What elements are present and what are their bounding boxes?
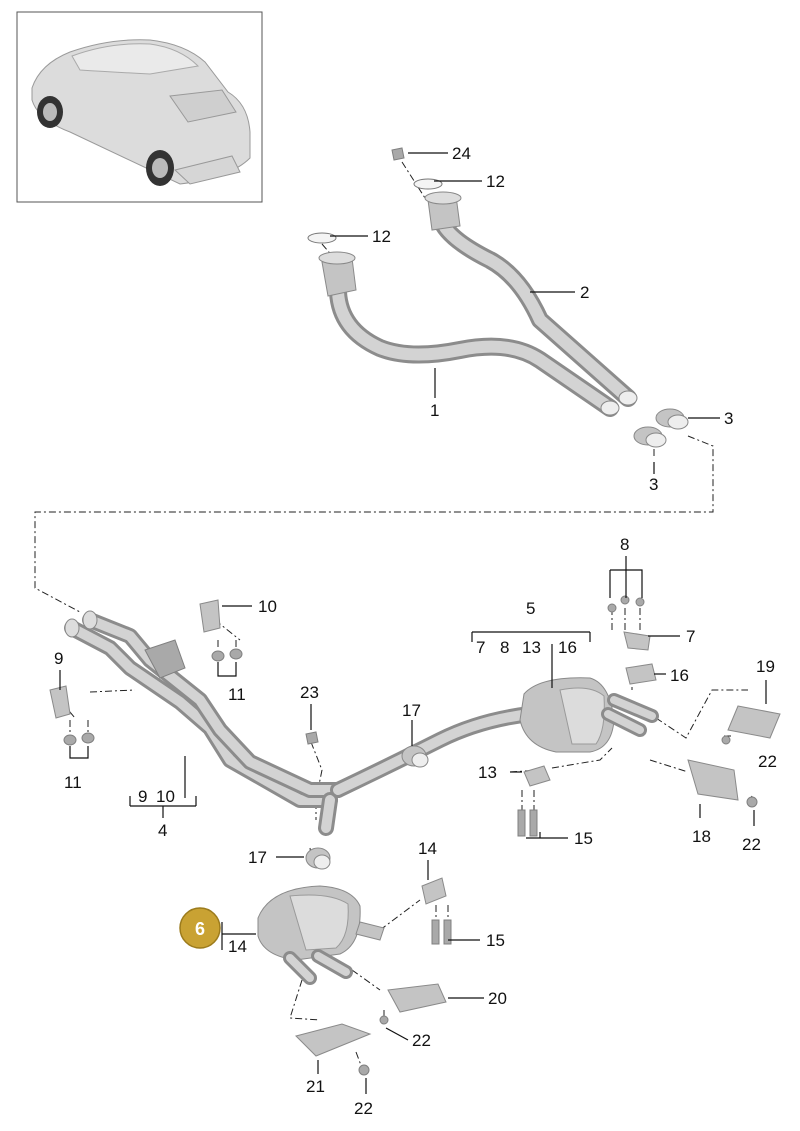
center-pipe-4[interactable] (64, 610, 346, 836)
label-12-b: 12 (372, 227, 391, 246)
label-11-a: 11 (228, 685, 246, 704)
screw-22-a[interactable] (721, 735, 731, 745)
label-9: 9 (54, 649, 63, 668)
bracket-9[interactable] (49, 685, 71, 719)
nut-23[interactable] (305, 731, 319, 745)
label-17-b: 17 (248, 848, 267, 867)
label-16-b: 16 (670, 666, 689, 685)
muffler-14[interactable] (257, 885, 385, 985)
bracket-7[interactable] (623, 631, 651, 651)
label-13-b: 13 (478, 763, 497, 782)
label-10-b: 10 (156, 787, 175, 806)
label-22-a: 22 (758, 752, 777, 771)
badge-6[interactable]: 6 (179, 907, 221, 949)
front-pipe-2[interactable] (424, 191, 638, 407)
label-7-a: 7 (476, 638, 485, 657)
label-20: 20 (488, 989, 507, 1008)
screw-22-c[interactable] (379, 1015, 389, 1025)
clamp-17-a[interactable] (401, 745, 429, 768)
label-8: 8 (620, 535, 629, 554)
tailpipe-20[interactable] (387, 983, 447, 1013)
tailpipe-18[interactable] (687, 759, 739, 801)
bracket-13-a[interactable] (523, 765, 551, 787)
rear-pipe-to-muffler[interactable] (330, 706, 538, 798)
label-13-a: 13 (522, 638, 541, 657)
bracket-10[interactable] (199, 599, 221, 633)
label-22-c: 22 (412, 1031, 431, 1050)
label-19: 19 (756, 657, 775, 676)
label-15-a: 15 (574, 829, 593, 848)
label-8-b: 8 (500, 638, 509, 657)
label-21: 21 (306, 1077, 325, 1096)
label-14-b: 14 (228, 937, 247, 956)
label-22-b: 22 (742, 835, 761, 854)
bolts-8[interactable] (607, 595, 645, 613)
muffler-5[interactable] (519, 677, 659, 753)
hanger-16[interactable] (625, 663, 657, 685)
label-22-d: 22 (354, 1099, 373, 1118)
label-3-a: 3 (724, 409, 733, 428)
label-1: 1 (430, 401, 439, 420)
tailpipe-19[interactable] (727, 705, 781, 739)
label-24: 24 (452, 144, 471, 163)
bushings-11-a[interactable] (211, 648, 243, 662)
clamp-3-b[interactable] (633, 426, 667, 448)
label-17-a: 17 (402, 701, 421, 720)
connector-lines (34, 161, 753, 1069)
badge-label: 6 (195, 919, 205, 939)
screw-22-d[interactable] (358, 1064, 370, 1076)
bolts-15-b[interactable] (431, 919, 452, 945)
bolts-15-a[interactable] (517, 809, 538, 837)
part-labels: 24 12 12 2 1 3 3 8 5 7 8 13 16 7 16 10 9… (54, 144, 777, 1118)
label-2: 2 (580, 283, 589, 302)
label-5: 5 (526, 599, 535, 618)
car-icon (31, 39, 251, 186)
label-23: 23 (300, 683, 319, 702)
label-7-b: 7 (686, 627, 695, 646)
screw-22-b[interactable] (746, 796, 758, 808)
clamp-17-b[interactable] (305, 847, 331, 870)
vehicle-thumbnail[interactable] (16, 11, 263, 203)
label-10: 10 (258, 597, 277, 616)
nut-24[interactable] (391, 147, 405, 161)
label-4: 4 (158, 821, 167, 840)
bushings-11-b[interactable] (63, 732, 95, 746)
label-14-a: 14 (418, 839, 437, 858)
label-16-a: 16 (558, 638, 577, 657)
gasket-12-b[interactable] (307, 232, 337, 244)
label-3-b: 3 (649, 475, 658, 494)
label-18: 18 (692, 827, 711, 846)
label-15-b: 15 (486, 931, 505, 950)
label-12-a: 12 (486, 172, 505, 191)
clamp-3-a[interactable] (655, 408, 689, 430)
bracket-14[interactable] (421, 877, 447, 905)
label-9-b: 9 (138, 787, 147, 806)
leader-lines (59, 152, 767, 1094)
tailpipe-21[interactable] (295, 1023, 372, 1057)
front-pipe-1[interactable] (318, 251, 620, 417)
label-11-b: 11 (64, 773, 82, 792)
